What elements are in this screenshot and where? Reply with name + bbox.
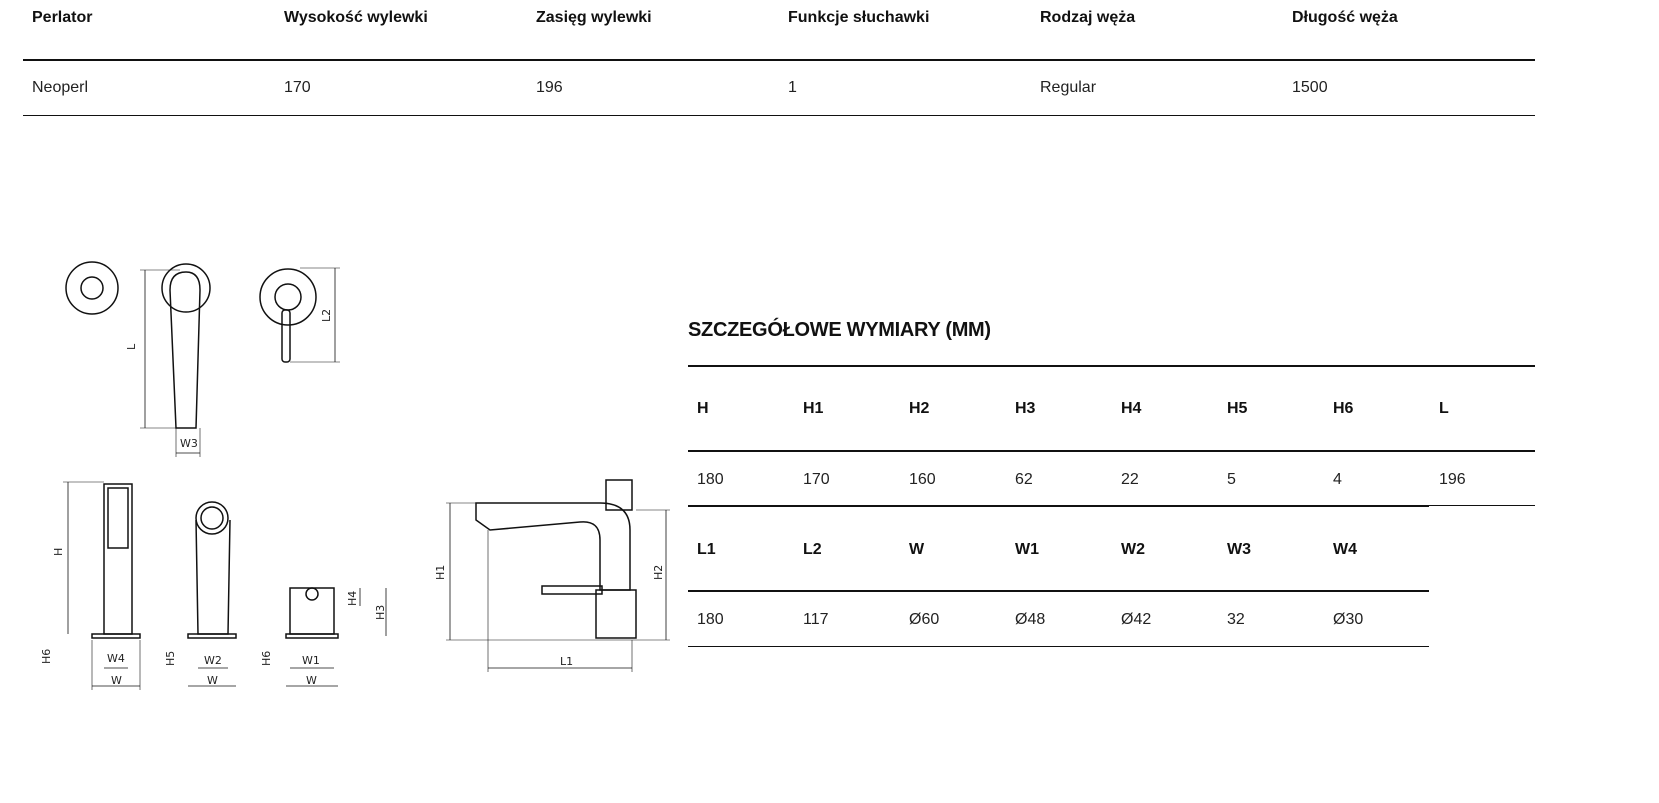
dim-value: 170 (803, 471, 830, 488)
dim-header: H1 (803, 400, 824, 417)
dim-value: 22 (1121, 471, 1139, 488)
label-H: H (52, 548, 65, 556)
label-W2: W2 (204, 654, 222, 667)
dim-header: H (697, 400, 709, 417)
dim-value: 4 (1333, 471, 1342, 488)
label-W3: W3 (180, 437, 198, 450)
dim-header: H6 (1333, 400, 1354, 417)
dim-header: W1 (1015, 541, 1039, 558)
mixer-side-view (446, 479, 670, 672)
header-perlator: Perlator (32, 9, 93, 26)
dim-value: 180 (697, 611, 724, 628)
dim-value: Ø60 (909, 611, 940, 628)
divider (688, 450, 1535, 452)
divider (1429, 505, 1535, 506)
label-L2: L2 (320, 309, 333, 322)
label-H3: H3 (374, 605, 387, 620)
dim-header: H4 (1121, 400, 1142, 417)
dim-value: Ø48 (1015, 611, 1046, 628)
dim-value: 62 (1015, 471, 1033, 488)
spout-front-view (187, 501, 237, 687)
label-H2: H2 (652, 565, 665, 580)
header-handshower-functions: Funkcje słuchawki (788, 9, 930, 26)
label-W-3: W (306, 674, 317, 687)
dim-header: L1 (697, 541, 716, 558)
dim-header: H5 (1227, 400, 1248, 417)
cell-perlator: Neoperl (32, 79, 89, 96)
divider (688, 646, 1429, 647)
header-hose-length: Długość węża (1292, 9, 1398, 26)
header-spout-height: Wysokość wylewki (284, 9, 428, 26)
dim-value: Ø30 (1333, 611, 1364, 628)
header-spout-reach: Zasięg wylewki (536, 9, 652, 26)
dim-header: L (1439, 400, 1449, 417)
dim-value: 196 (1439, 471, 1466, 488)
dim-header: W2 (1121, 541, 1145, 558)
label-W4: W4 (107, 652, 125, 665)
handshower-front-view (63, 481, 141, 690)
divider (688, 590, 1429, 592)
lever-top-view (259, 267, 340, 363)
dim-header: W (909, 541, 925, 558)
divider (688, 505, 1429, 507)
cell-spout-reach: 196 (536, 79, 563, 96)
cell-handshower-functions: 1 (788, 79, 797, 96)
header-hose-type: Rodzaj węża (1040, 9, 1136, 26)
label-W1: W1 (302, 654, 320, 667)
label-H5: H5 (164, 651, 177, 666)
dim-value: 32 (1227, 611, 1245, 628)
divider (23, 115, 1535, 116)
dim-header: W3 (1227, 541, 1251, 558)
mixer-front-view (285, 587, 387, 687)
cell-spout-height: 170 (284, 79, 311, 96)
divider (23, 59, 1535, 61)
dim-header: W4 (1333, 541, 1357, 558)
technical-drawing: L W3 L2 H H6 W4 W H5 W2 W H4 H3 H6 W1 W … (40, 261, 670, 690)
dim-header: L2 (803, 541, 822, 558)
handshower-holder-top-view (65, 261, 119, 315)
spout-side-view (140, 263, 211, 457)
dim-value: 5 (1227, 471, 1236, 488)
cell-hose-type: Regular (1040, 79, 1097, 96)
cell-hose-length: 1500 (1292, 79, 1328, 96)
dim-value: 160 (909, 471, 936, 488)
dim-header: H3 (1015, 400, 1036, 417)
divider (688, 365, 1535, 367)
dim-value: Ø42 (1121, 611, 1152, 628)
dimensions-title: SZCZEGÓŁOWE WYMIARY (MM) (688, 319, 991, 341)
label-L: L (125, 343, 138, 350)
label-H1: H1 (434, 565, 447, 580)
label-W: W (111, 674, 122, 687)
label-H6: H6 (40, 649, 53, 664)
label-L1: L1 (560, 655, 573, 668)
dim-value: 180 (697, 471, 724, 488)
label-H6-2: H6 (260, 651, 273, 666)
dim-header: H2 (909, 400, 930, 417)
label-W-2: W (207, 674, 218, 687)
label-H4: H4 (346, 591, 359, 606)
dim-value: 117 (803, 611, 829, 628)
